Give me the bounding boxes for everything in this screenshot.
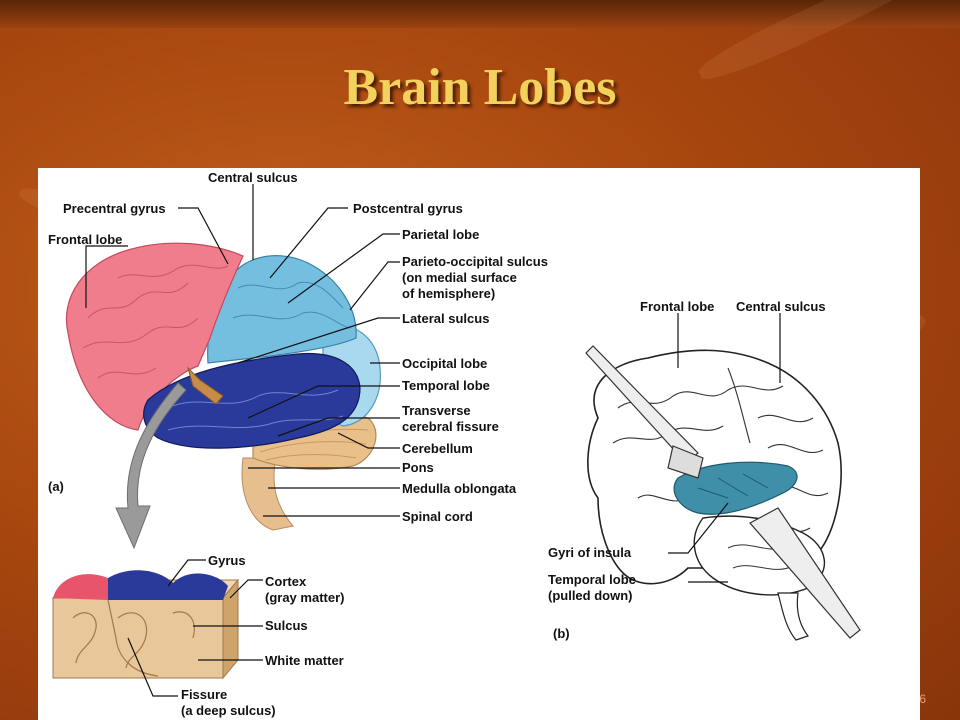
slide-number: 6 <box>919 692 926 706</box>
label-cortex-sub: (gray matter) <box>265 590 344 605</box>
gyrus-cap <box>53 574 108 600</box>
parietal-lobe <box>207 255 357 364</box>
slide-title: Brain Lobes <box>343 59 617 116</box>
panel-label-a: (a) <box>48 479 64 494</box>
spinal-cord <box>241 457 294 531</box>
label-b-temporal-lobe: Temporal lobe <box>548 572 636 587</box>
label-gyrus: Gyrus <box>208 553 246 568</box>
label-temporal-lobe: Temporal lobe <box>402 378 490 393</box>
label-parieto-occipital-sulcus: Parieto-occipital sulcus <box>402 254 548 269</box>
label-cortex: Cortex <box>265 574 307 589</box>
label-frontal-lobe: Frontal lobe <box>48 232 122 247</box>
label-transverse-fissure: Transverse <box>402 403 471 418</box>
label-occipital-lobe: Occipital lobe <box>402 356 487 371</box>
label-parietal-lobe: Parietal lobe <box>402 227 479 242</box>
label-b-central-sulcus: Central sulcus <box>736 299 826 314</box>
label-cerebellum: Cerebellum <box>402 441 473 456</box>
label-parieto-occipital-sub2: of hemisphere) <box>402 286 495 301</box>
label-lateral-sulcus: Lateral sulcus <box>402 311 489 326</box>
label-b-temporal-sub: (pulled down) <box>548 588 632 603</box>
gyrus-cap <box>108 570 173 600</box>
label-precentral-gyrus: Precentral gyrus <box>63 201 166 216</box>
diagram-panel: Central sulcus Precentral gyrus Frontal … <box>38 168 920 720</box>
label-gyri-of-insula: Gyri of insula <box>548 545 632 560</box>
label-spinal-cord: Spinal cord <box>402 509 473 524</box>
frontal-lobe <box>65 242 244 431</box>
label-white-matter: White matter <box>265 653 344 668</box>
cortex-section <box>51 570 240 680</box>
label-postcentral-gyrus: Postcentral gyrus <box>353 201 463 216</box>
brain-insula-view <box>585 345 861 641</box>
label-fissure: Fissure <box>181 687 227 702</box>
label-parieto-occipital-sub1: (on medial surface <box>402 270 517 285</box>
label-transverse-fissure-sub: cerebral fissure <box>402 419 499 434</box>
brain-diagram: Central sulcus Precentral gyrus Frontal … <box>48 170 861 718</box>
retractor-lower <box>749 507 861 639</box>
brain-lateral-view <box>65 242 381 531</box>
pons <box>187 366 224 405</box>
label-b-frontal-lobe: Frontal lobe <box>640 299 714 314</box>
top-banner <box>0 0 960 28</box>
label-central-sulcus: Central sulcus <box>208 170 298 185</box>
retractor-upper <box>585 345 704 479</box>
zoom-arrow <box>115 382 187 550</box>
panel-label-b: (b) <box>553 626 570 641</box>
label-fissure-sub: (a deep sulcus) <box>181 703 276 718</box>
label-sulcus: Sulcus <box>265 618 308 633</box>
label-medulla-oblongata: Medulla oblongata <box>402 481 517 496</box>
label-pons: Pons <box>402 460 434 475</box>
gyrus-cap <box>173 573 228 600</box>
